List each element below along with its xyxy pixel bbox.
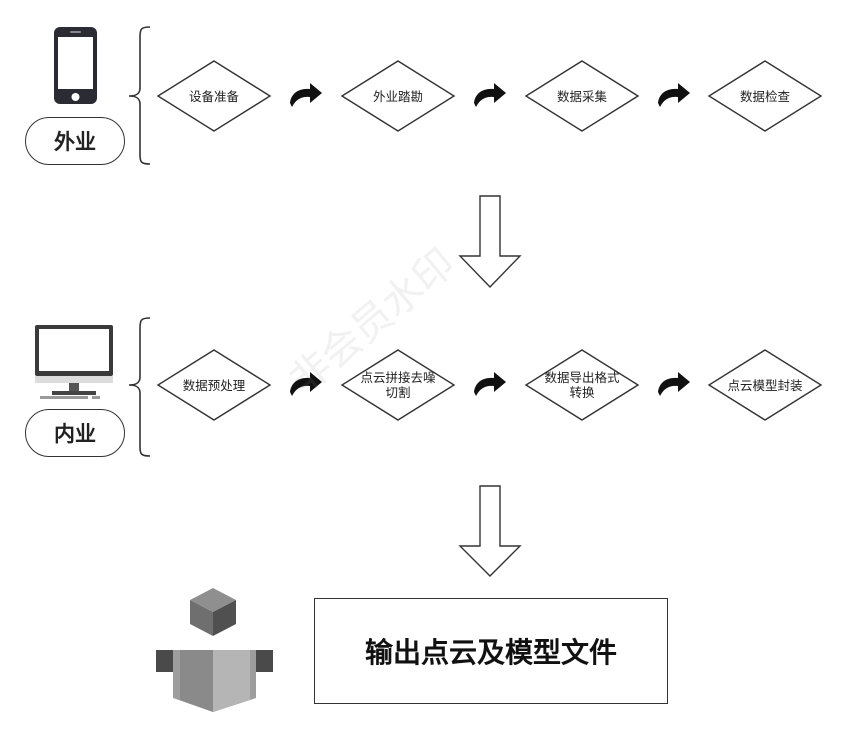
down-arrow-icon: [458, 195, 522, 289]
curved-arrow-icon: [290, 372, 322, 396]
step-label-packaging: 点云模型封装: [727, 377, 803, 393]
step-label-site-survey: 外业踏勘: [372, 88, 423, 104]
step-label-preprocess: 数据预处理: [182, 377, 246, 393]
curved-arrow-icon: [474, 372, 506, 396]
step-label-export: 数据导出格式 转换: [544, 370, 620, 400]
desktop-computer-icon: [35, 325, 113, 399]
step-label-data-check: 数据检查: [739, 88, 790, 104]
step-diamond-device-prep: [156, 60, 272, 132]
curved-arrow-icon: [658, 83, 690, 107]
step-label-device-prep: 设备准备: [188, 88, 239, 104]
phase-label-office: 内业: [25, 409, 125, 457]
step-diamond-registration: [340, 349, 456, 421]
step-diamond-data-check: [707, 60, 823, 132]
step-diamond-export: [524, 349, 640, 421]
step-diamond-packaging: [707, 349, 823, 421]
smartphone-icon: [54, 27, 97, 104]
output-box: 输出点云及模型文件: [314, 598, 668, 704]
field-phase-brace: [128, 26, 151, 165]
step-label-registration: 点云拼接去噪 切割: [360, 370, 436, 400]
curved-arrow-icon: [290, 83, 322, 107]
phase-label-field: 外业: [25, 117, 125, 165]
office-phase-brace: [128, 317, 151, 457]
curved-arrow-icon: [658, 372, 690, 396]
step-diamond-site-survey: [340, 60, 456, 132]
step-diamond-data-collection: [524, 60, 640, 132]
output-label: 输出点云及模型文件: [364, 636, 617, 669]
step-diamond-preprocess: [156, 349, 272, 421]
down-arrow-icon: [458, 485, 522, 577]
3d-block-model-icon: [156, 588, 273, 712]
curved-arrow-icon: [474, 83, 506, 107]
step-label-data-collection: 数据采集: [556, 88, 607, 104]
